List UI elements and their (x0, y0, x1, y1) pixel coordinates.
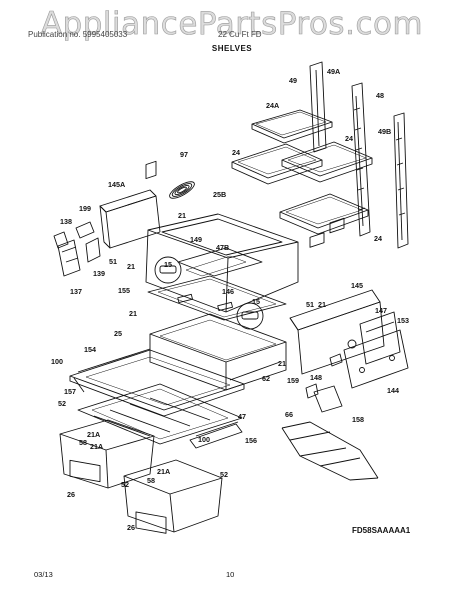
part-159 (305, 383, 319, 399)
part-label: 153 (397, 316, 409, 325)
part-label: 48 (376, 91, 384, 100)
part-label: 21 (178, 211, 186, 220)
footer-date: 03/13 (34, 570, 53, 579)
clip-138 (53, 231, 69, 249)
pan-drawer-26-right (123, 459, 223, 534)
part-label: 26 (67, 490, 75, 499)
part-label: 156 (245, 436, 257, 445)
cover-144 (343, 329, 409, 389)
glass-shelf-24-lower (279, 193, 369, 235)
control-panel-146 (147, 275, 287, 321)
part-label: 159 (287, 376, 299, 385)
part-199 (75, 221, 95, 239)
drawer-62 (149, 313, 287, 391)
glass-shelf-24-upper-right (281, 141, 373, 183)
part-label: 52 (121, 480, 129, 489)
part-148 (329, 353, 343, 367)
glass-shelf-24a (251, 109, 333, 144)
diagram-code: FD58SAAAAA1 (352, 526, 411, 535)
part-label: 49 (289, 76, 297, 85)
wire-rack-66 (281, 421, 379, 481)
part-label: 25B (213, 190, 226, 199)
part-label: 147 (375, 306, 387, 315)
part-label: 21A (90, 442, 103, 451)
part-label: 21 (129, 309, 137, 318)
part-label: 148 (310, 373, 322, 382)
clip-139 (85, 237, 101, 263)
part-label: 49A (327, 67, 340, 76)
part-label: 154 (84, 345, 96, 354)
page-header: AppliancePartsPros.com Publication no. 5… (0, 0, 464, 62)
section-title: SHELVES (211, 44, 253, 53)
part-label: 144 (387, 386, 399, 395)
rail-156 (189, 421, 243, 449)
part-label: 58 (147, 476, 155, 485)
part-label: 47 (238, 412, 246, 421)
part-label: 62 (262, 374, 270, 383)
page-number: 10 (226, 570, 235, 579)
cover-frame-25b (145, 213, 299, 313)
part-label: 24 (232, 148, 240, 157)
watermark: AppliancePartsPros.com (40, 6, 424, 43)
part-label: 58 (79, 438, 87, 447)
part-label: 100 (51, 357, 63, 366)
part-label: 138 (60, 217, 72, 226)
part-label: 21 (278, 359, 286, 368)
glass-shelf-24-upper-left (231, 143, 323, 185)
model-text: 22 Cu Ft FD (218, 30, 262, 39)
part-label: 49B (378, 127, 391, 136)
control-housing-145 (289, 217, 385, 375)
shelf-rail-48 (351, 82, 371, 237)
part-label: 137 (70, 287, 82, 296)
part-label: 15 (164, 260, 172, 269)
part-label: 199 (79, 204, 91, 213)
part-label: 149 (190, 235, 202, 244)
part-label: 25 (114, 329, 122, 338)
bracket-158 (313, 385, 343, 413)
pan-drawer-26-left (59, 419, 155, 489)
bracket-137 (57, 239, 81, 277)
part-label: 66 (285, 410, 293, 419)
part-label: 21A (157, 467, 170, 476)
part-label: 52 (58, 399, 66, 408)
trim-154 (77, 348, 151, 373)
part-label: 157 (64, 387, 76, 396)
part-label: 26 (127, 523, 135, 532)
part-label: 24 (345, 134, 353, 143)
part-label: 47B (216, 243, 229, 252)
part-label: 145 (351, 281, 363, 290)
part-label: 15 (252, 297, 260, 306)
slide-bracket-145a (99, 160, 161, 249)
part-label: 139 (93, 269, 105, 278)
part-label: 51 (109, 257, 117, 266)
part-label: 100 (198, 435, 210, 444)
drawer-frame-47 (77, 383, 243, 445)
part-label: 21 (127, 262, 135, 271)
shelf-rail-49 (309, 61, 327, 153)
shelf-rail-49b (393, 112, 409, 249)
cover-bar-47b (177, 247, 263, 277)
part-label: 24 (374, 234, 382, 243)
publication-number: Publication no. 5995405033 (28, 30, 128, 39)
control-board-153 (359, 311, 401, 365)
part-labels: 49 49A 48 24A 24 49B 24 24 97 145A 25B 1… (51, 67, 409, 532)
part-label: 158 (352, 415, 364, 424)
part-label: 97 (180, 150, 188, 159)
part-label: 52 (220, 470, 228, 479)
exploded-parts-diagram: 49 49A 48 24A 24 49B 24 24 97 145A 25B 1… (51, 61, 409, 534)
part-147 (347, 339, 357, 349)
part-label: 51 (306, 300, 314, 309)
part-label: 146 (222, 287, 234, 296)
part-label: 21A (87, 430, 100, 439)
detail-callout-15-left (154, 256, 182, 284)
part-label: 24A (266, 101, 279, 110)
part-label: 155 (118, 286, 130, 295)
part-label: 145A (108, 180, 125, 189)
coil-97 (169, 181, 195, 199)
part-label: 21 (318, 300, 326, 309)
crisper-cover-25 (69, 349, 245, 417)
